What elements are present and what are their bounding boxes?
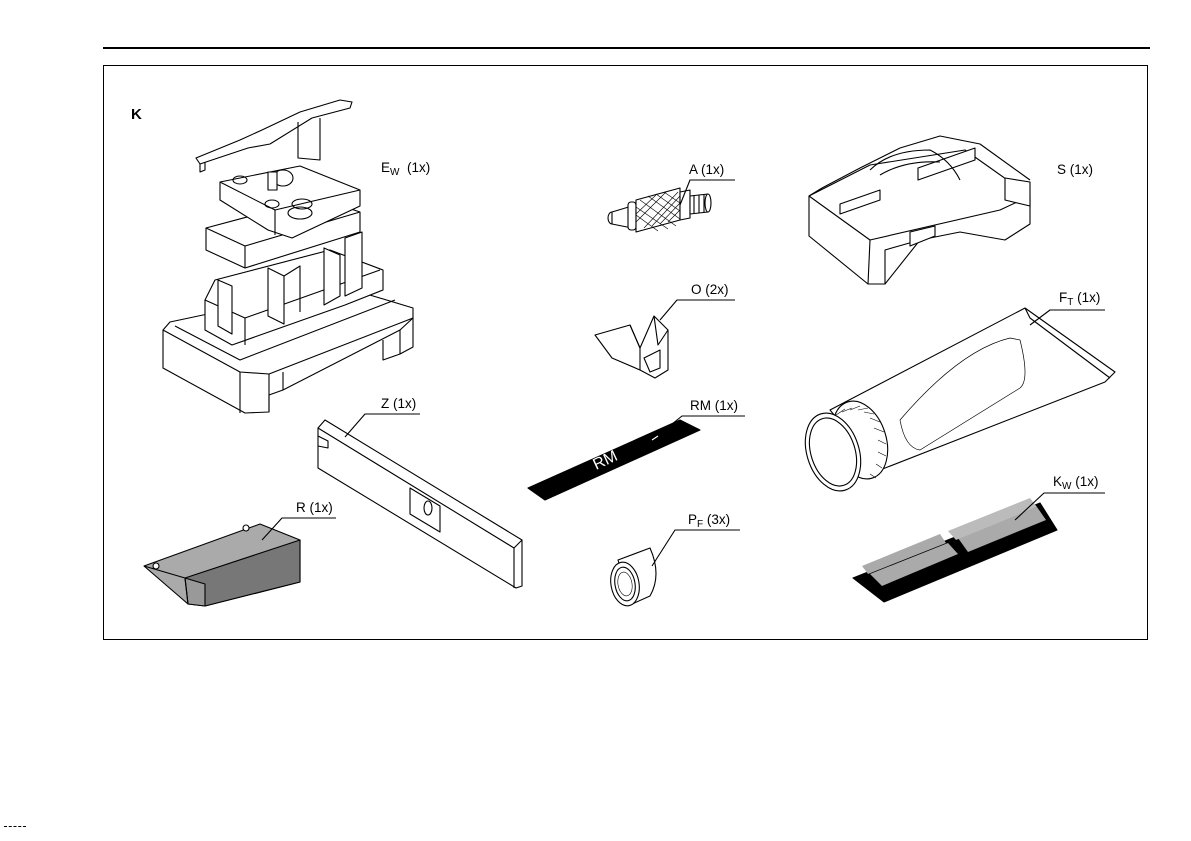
tube-ft xyxy=(796,308,1115,498)
holder-s xyxy=(809,136,1030,284)
crop-mark xyxy=(4,826,26,829)
pad-kw xyxy=(853,493,1105,602)
label-r: R (1x) xyxy=(296,500,333,516)
label-kw: KW (1x) xyxy=(1053,474,1098,495)
label-pf: PF (3x) xyxy=(688,512,730,533)
cap-pf xyxy=(607,530,740,608)
label-s: S (1x) xyxy=(1057,162,1093,178)
label-ew: EW (1x) xyxy=(381,160,430,181)
label-z: Z (1x) xyxy=(381,396,416,412)
part-o xyxy=(595,300,735,378)
label-a: A (1x) xyxy=(689,162,724,178)
bar-z xyxy=(318,414,522,588)
fixture-ew xyxy=(163,100,413,413)
label-rm: RM (1x) xyxy=(690,398,738,414)
plate-r xyxy=(144,518,336,606)
adapter-a xyxy=(608,180,735,232)
label-ft: FT (1x) xyxy=(1059,290,1100,311)
strip-rm: RM xyxy=(528,416,745,500)
label-o: O (2x) xyxy=(691,282,729,298)
